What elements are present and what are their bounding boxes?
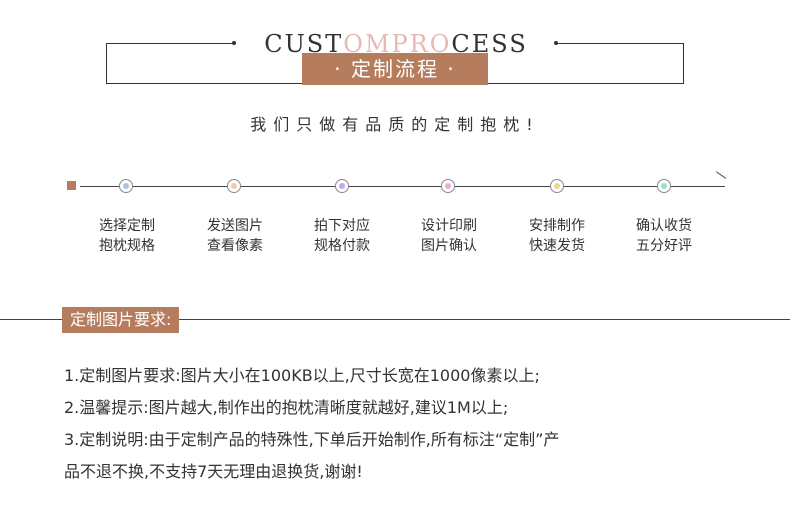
section-title-badge: · 定制流程 · (302, 53, 488, 85)
header-dot-left (232, 41, 236, 45)
step-6: 确认收货 五分好评 (609, 216, 719, 256)
timeline-node-6 (657, 179, 671, 193)
requirements-divider (0, 319, 790, 320)
requirements-list: 1.定制图片要求:图片大小在100KB以上,尺寸长宽在1000像素以上; 2.温… (64, 360, 744, 488)
header-line-right (556, 43, 684, 44)
step-4-line1: 设计印刷 (421, 218, 477, 234)
requirements-heading: 定制图片要求: (62, 307, 180, 333)
header-dot-right (554, 41, 558, 45)
timeline-node-5-dot (554, 183, 560, 189)
step-6-line1: 确认收货 (636, 218, 692, 234)
tagline: 我们只做有品质的定制抱枕! (250, 115, 540, 134)
step-4: 设计印刷 图片确认 (394, 216, 504, 256)
requirement-item-3: 3.定制说明:由于定制产品的特殊性,下单后开始制作,所有标注“定制”产 (64, 430, 560, 449)
step-1: 选择定制 抱枕规格 (72, 216, 182, 256)
timeline-node-3-dot (339, 183, 345, 189)
step-6-line2: 五分好评 (636, 238, 692, 254)
timeline-node-1-dot (123, 183, 129, 189)
header-title: CUSTOMPROCESS (246, 30, 546, 58)
timeline-arrow-icon (715, 171, 727, 179)
timeline-node-2-dot (231, 183, 237, 189)
step-2: 发送图片 查看像素 (180, 216, 290, 256)
timeline-start-marker (67, 181, 76, 190)
timeline-node-3 (335, 179, 349, 193)
step-5-line1: 安排制作 (529, 218, 585, 234)
requirement-item-3-cont: 品不退不换,不支持7天无理由退换货,谢谢! (64, 462, 363, 481)
step-2-line2: 查看像素 (207, 238, 263, 254)
header-line-left (106, 43, 234, 44)
timeline-node-1 (119, 179, 133, 193)
step-5-line2: 快速发货 (529, 238, 585, 254)
timeline-node-4 (441, 179, 455, 193)
step-1-line2: 抱枕规格 (99, 238, 155, 254)
timeline-node-5 (550, 179, 564, 193)
step-1-line1: 选择定制 (99, 218, 155, 234)
step-2-line1: 发送图片 (207, 218, 263, 234)
step-3-line2: 规格付款 (314, 238, 370, 254)
requirement-item-1: 1.定制图片要求:图片大小在100KB以上,尺寸长宽在1000像素以上; (64, 366, 540, 385)
step-4-line2: 图片确认 (421, 238, 477, 254)
step-5: 安排制作 快速发货 (502, 216, 612, 256)
timeline-node-2 (227, 179, 241, 193)
timeline-node-6-dot (661, 183, 667, 189)
requirement-item-2: 2.温馨提示:图片越大,制作出的抱枕清晰度就越好,建议1M以上; (64, 398, 509, 417)
step-3-line1: 拍下对应 (314, 218, 370, 234)
timeline-node-4-dot (445, 183, 451, 189)
step-3: 拍下对应 规格付款 (287, 216, 397, 256)
timeline-line (80, 186, 725, 187)
